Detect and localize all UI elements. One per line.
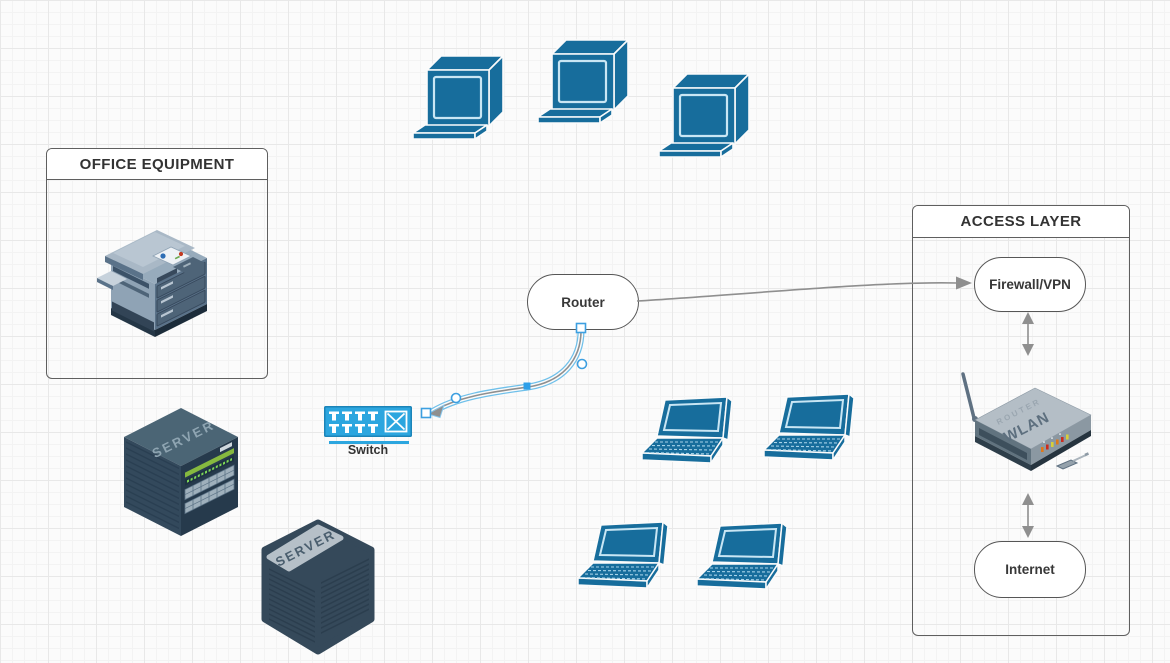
- router-front-band: [979, 428, 1027, 460]
- server-vents-right: [321, 558, 369, 634]
- node-internet[interactable]: Internet: [974, 541, 1086, 598]
- endpoint-handle[interactable]: [420, 407, 432, 419]
- container-office-equipment[interactable]: OFFICE EQUIPMENT: [46, 148, 268, 379]
- printer-body: [97, 230, 207, 337]
- antenna: [961, 372, 976, 420]
- switch-icon[interactable]: [324, 406, 412, 437]
- switch-label: Switch: [347, 443, 389, 457]
- connector-wlan-internet[interactable]: [1022, 493, 1034, 538]
- router-bottom-rim: [975, 436, 1031, 471]
- desktop-computer-icon[interactable]: [411, 46, 515, 142]
- laptop-icon[interactable]: [763, 393, 867, 463]
- arrowhead: [1022, 344, 1034, 356]
- container-office-equipment-title: OFFICE EQUIPMENT: [79, 155, 235, 173]
- router-leds: [1041, 433, 1069, 452]
- multifunction-printer-icon[interactable]: [97, 200, 219, 342]
- connector-router-switch-selected[interactable]: [420, 322, 588, 419]
- container-office-equipment-header: OFFICE EQUIPMENT: [47, 149, 267, 180]
- arrowhead: [1022, 493, 1034, 505]
- switch-crossbar: [384, 410, 408, 433]
- server-tower-icon[interactable]: SERVER: [122, 406, 240, 538]
- connector-firewall-wlan[interactable]: [1022, 312, 1034, 356]
- cable-connector: [1055, 452, 1090, 470]
- arrowhead: [426, 403, 445, 419]
- arrowhead: [956, 276, 972, 290]
- node-router[interactable]: Router: [527, 274, 639, 330]
- endpoint-handle[interactable]: [575, 322, 587, 334]
- switch-ports: [329, 411, 378, 433]
- server-vents-left: [269, 568, 315, 643]
- curve-control-handle[interactable]: [450, 392, 462, 404]
- connector-router-firewall[interactable]: [636, 276, 972, 302]
- server-rack-panel: [184, 442, 235, 515]
- server-tower-icon[interactable]: SERVER: [261, 519, 375, 657]
- switch-underline: [329, 441, 409, 444]
- laptop-icon[interactable]: [577, 521, 681, 591]
- curve-control-handle[interactable]: [576, 358, 588, 370]
- desktop-computer-icon[interactable]: [657, 64, 761, 160]
- laptop-icon[interactable]: [641, 396, 745, 466]
- node-internet-label: Internet: [1005, 562, 1055, 577]
- midpoint-handle[interactable]: [523, 382, 531, 390]
- node-firewall-vpn-label: Firewall/VPN: [989, 277, 1071, 292]
- arrowhead: [1022, 526, 1034, 538]
- server-lid-band: [266, 524, 344, 572]
- router-bottom-rim: [1031, 430, 1091, 471]
- printer-control-panel: [152, 246, 205, 273]
- container-access-layer-title: ACCESS LAYER: [960, 213, 1082, 230]
- server-vents: [126, 441, 179, 530]
- container-access-layer[interactable]: ACCESS LAYER: [912, 205, 1130, 636]
- node-router-label: Router: [561, 294, 605, 310]
- laptop-icon[interactable]: [696, 522, 800, 592]
- wireless-router-icon[interactable]: ROUTER WLAN: [955, 368, 1100, 480]
- desktop-computer-icon[interactable]: [536, 30, 640, 126]
- container-access-layer-header: ACCESS LAYER: [913, 206, 1129, 238]
- arrowhead: [1022, 312, 1034, 324]
- node-firewall-vpn[interactable]: Firewall/VPN: [974, 257, 1086, 312]
